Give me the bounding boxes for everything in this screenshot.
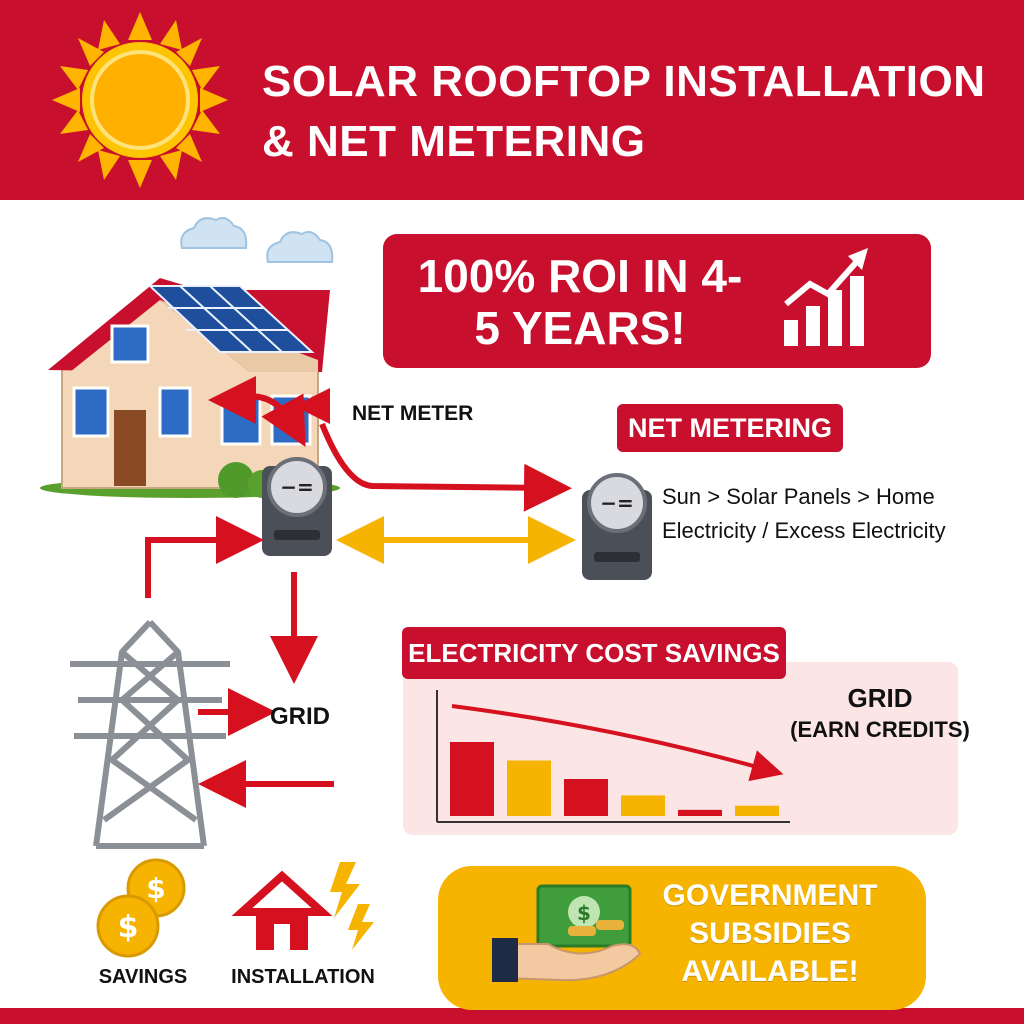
chart-bar-1 xyxy=(450,742,494,816)
net-metering-pill: NET METERING xyxy=(617,404,843,452)
savings-label: SAVINGS xyxy=(98,966,188,988)
cost-chart xyxy=(436,690,790,823)
coins-icon: $ $ xyxy=(96,858,186,958)
trend-up-icon xyxy=(784,248,868,346)
footer-bar xyxy=(0,1008,1024,1024)
chart-bar-3 xyxy=(564,779,608,816)
svg-text:$: $ xyxy=(118,910,139,945)
net-meter-label: NET METER xyxy=(352,402,474,425)
installation-label: INSTALLATION xyxy=(231,966,375,988)
home-lightning-icon xyxy=(231,862,374,950)
chart-trend-line xyxy=(451,704,784,782)
house-icon xyxy=(40,278,340,498)
flow-line-2: Electricity / Excess Electricity xyxy=(662,518,946,543)
grid-credits-label: GRID (EARN CREDITS) xyxy=(790,682,970,746)
flow-line-1: Sun > Solar Panels > Home xyxy=(662,484,935,509)
flow-description: Sun > Solar Panels > Home Electricity / … xyxy=(662,480,992,548)
chart-bar-4 xyxy=(621,795,665,816)
sun-icon xyxy=(52,12,228,188)
page-title: SOLAR ROOFTOP INSTALLATION & NET METERIN… xyxy=(262,57,986,166)
svg-text:−=: −= xyxy=(280,475,314,499)
cloud-icon xyxy=(180,217,334,263)
chart-bar-2 xyxy=(507,760,551,816)
pylon-icon xyxy=(70,619,230,849)
chart-bar-6 xyxy=(735,805,779,816)
grid-credit-sub: (EARN CREDITS) xyxy=(790,717,970,742)
meter-icon: −= xyxy=(262,457,332,556)
cost-savings-pill: ELECTRICITY COST SAVINGS xyxy=(402,627,786,679)
meter-icon: −= xyxy=(582,473,652,580)
svg-text:−=: −= xyxy=(600,491,634,515)
roi-text: 100% ROI IN 4-5 YEARS! xyxy=(417,250,743,354)
subsidies-text: GOVERNMENT SUBSIDIES AVAILABLE! xyxy=(662,879,878,988)
grid-credit-title: GRID xyxy=(847,683,913,713)
svg-text:$: $ xyxy=(146,872,165,905)
grid-label: GRID xyxy=(270,703,330,730)
subsidies-banner xyxy=(438,866,926,1010)
chart-bar-5 xyxy=(678,809,722,816)
